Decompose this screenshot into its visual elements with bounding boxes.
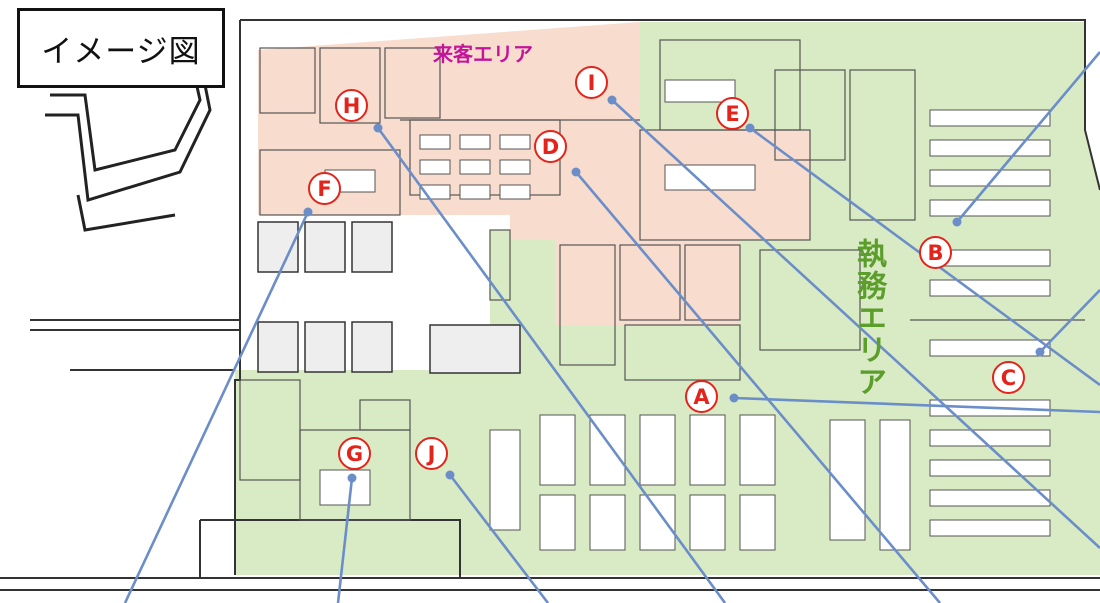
leader-line-a (733, 396, 1100, 414)
work-area-label: 執務エリア (851, 238, 886, 398)
leader-line-b (956, 51, 1100, 223)
marker-j: J (415, 437, 448, 470)
desk-clusters (489, 109, 1051, 551)
leader-line-f (123, 211, 310, 603)
marker-d: D (534, 130, 567, 163)
interior-rooms (239, 39, 1085, 521)
exterior-stair (45, 54, 212, 232)
leader-line-g (336, 477, 354, 603)
leader-line-d (575, 171, 941, 603)
leader-line-c (1039, 289, 1100, 353)
marker-a: A (685, 380, 718, 413)
image-caption-box: イメージ図 (17, 8, 225, 88)
marker-c: C (992, 361, 1025, 394)
marker-h: H (335, 89, 368, 122)
marker-i: I (575, 66, 608, 99)
leader-line-j (448, 474, 550, 603)
elevator-shafts (257, 221, 521, 374)
building-walls (0, 19, 1100, 591)
marker-e: E (716, 97, 749, 130)
guest-tables (319, 79, 756, 506)
marker-f: F (308, 172, 341, 205)
marker-b: B (919, 236, 952, 269)
marker-g: G (338, 437, 371, 470)
leader-lines (123, 51, 1100, 603)
leader-line-i (611, 99, 1100, 549)
leader-line-h (376, 127, 727, 603)
leader-dots (303, 95, 1045, 483)
guest-area-label: 来客エリア (433, 42, 533, 66)
guest-area-zone (258, 22, 810, 325)
